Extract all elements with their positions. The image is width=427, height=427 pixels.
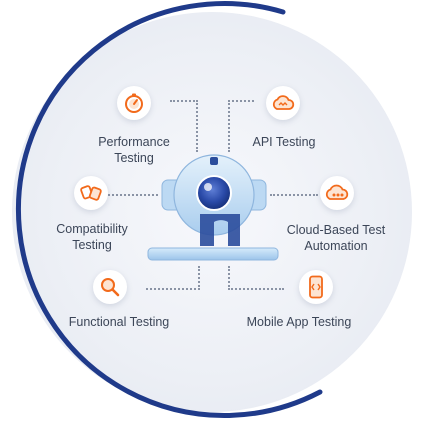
connector-mobile	[228, 266, 284, 290]
label-api-testing: API Testing	[252, 135, 316, 149]
cloud-automation-icon	[320, 176, 354, 210]
connector-api	[228, 100, 254, 152]
label-compatibility-testing: Compatibility Testing	[56, 222, 128, 252]
compatibility-icon	[74, 176, 108, 210]
cloud-icon	[266, 86, 300, 120]
stopwatch-icon	[117, 86, 151, 120]
connector-performance	[170, 100, 198, 152]
magnifier-icon	[93, 270, 127, 304]
connector-functional	[146, 266, 200, 290]
label-functional-testing: Functional Testing	[68, 315, 170, 329]
label-mobile-app-testing: Mobile App Testing	[246, 315, 352, 329]
label-performance-testing: Performance Testing	[98, 135, 170, 165]
connector-compatibility	[108, 194, 158, 196]
label-cloud-based-test-automation: Cloud-Based Test Automation	[286, 223, 386, 253]
mobile-icon	[299, 270, 333, 304]
connector-cloud-automation	[270, 194, 318, 196]
